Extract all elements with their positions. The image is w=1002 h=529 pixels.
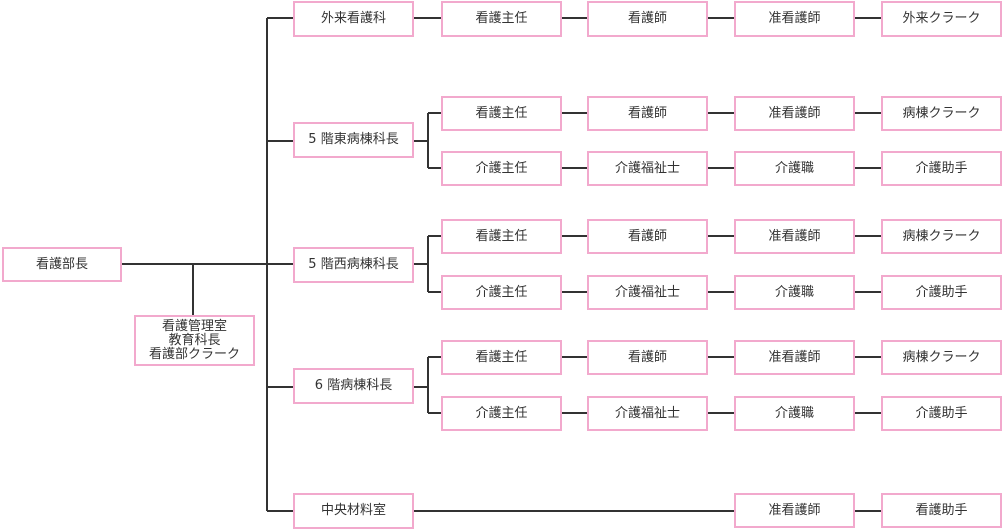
role-box: 看護主任 (441, 340, 562, 375)
role-label: 准看護師 (768, 228, 821, 244)
role-box: 病棟クラーク (881, 96, 1002, 131)
dept-label: 6 階病棟科長 (314, 378, 393, 393)
role-box: 介護助手 (881, 396, 1002, 431)
role-box: 看護主任 (441, 219, 562, 254)
dept-box-central-supply: 中央材料室 (293, 493, 414, 529)
dept-label: 5 階東病棟科長 (308, 132, 399, 147)
role-label: 介護福祉士 (614, 284, 680, 300)
role-label: 介護助手 (915, 405, 968, 421)
role-label: 介護福祉士 (614, 160, 680, 176)
role-label: 看護師 (627, 228, 667, 244)
dept-label: 5 階西病棟科長 (308, 257, 399, 272)
role-label: 看護主任 (475, 228, 528, 244)
role-box: 介護福祉士 (587, 151, 708, 186)
role-box: 介護主任 (441, 396, 562, 431)
role-box: 病棟クラーク (881, 340, 1002, 375)
role-box: 准看護師 (734, 340, 855, 375)
role-box: 介護職 (734, 275, 855, 310)
role-box: 看護師 (587, 1, 708, 37)
role-box: 介護職 (734, 396, 855, 431)
role-box: 准看護師 (734, 1, 855, 37)
role-label: 看護師 (627, 105, 667, 121)
role-box: 看護師 (587, 96, 708, 131)
role-label: 介護福祉士 (614, 405, 680, 421)
staff-line-1: 看護管理室 (161, 318, 227, 334)
role-box: 看護助手 (881, 493, 1002, 528)
role-label: 准看護師 (768, 502, 821, 518)
role-label: 准看護師 (768, 349, 821, 365)
role-label: 准看護師 (768, 11, 821, 26)
dept-box-5f-east: 5 階東病棟科長 (293, 122, 414, 158)
dept-label: 外来看護科 (320, 11, 386, 26)
role-box: 准看護師 (734, 219, 855, 254)
role-box: 介護主任 (441, 151, 562, 186)
role-label: 介護職 (774, 160, 814, 176)
role-label: 看護師 (627, 11, 667, 26)
head-label: 看護部長 (35, 256, 88, 272)
role-label: 看護主任 (475, 105, 528, 121)
role-box: 看護主任 (441, 96, 562, 131)
role-box: 看護師 (587, 340, 708, 375)
role-label: 看護助手 (915, 502, 968, 518)
role-box: 介護主任 (441, 275, 562, 310)
role-label: 外来クラーク (902, 11, 981, 26)
role-label: 看護主任 (475, 11, 528, 26)
head-box: 看護部長 (2, 247, 122, 282)
role-box: 介護助手 (881, 151, 1002, 186)
role-box: 介護福祉士 (587, 396, 708, 431)
role-box: 介護職 (734, 151, 855, 186)
staff-box: 看護管理室 教育科長 看護部クラーク (134, 315, 255, 366)
role-label: 介護助手 (915, 284, 968, 300)
role-box: 看護師 (587, 219, 708, 254)
role-box: 病棟クラーク (881, 219, 1002, 254)
dept-box-5f-west: 5 階西病棟科長 (293, 247, 414, 283)
role-label: 看護主任 (475, 349, 528, 365)
staff-line-2: 教育科長 (168, 332, 221, 348)
dept-box-6f: 6 階病棟科長 (293, 368, 414, 404)
role-box: 介護助手 (881, 275, 1002, 310)
dept-label: 中央材料室 (320, 503, 386, 518)
staff-line-3: 看護部クラーク (148, 346, 240, 362)
role-box: 准看護師 (734, 493, 855, 528)
dept-box-outpatient: 外来看護科 (293, 1, 414, 37)
role-label: 介護職 (774, 405, 814, 421)
role-label: 介護主任 (475, 160, 528, 176)
role-label: 病棟クラーク (902, 349, 981, 365)
role-label: 病棟クラーク (902, 228, 981, 244)
role-label: 病棟クラーク (902, 105, 981, 121)
role-box: 外来クラーク (881, 1, 1002, 37)
role-box: 准看護師 (734, 96, 855, 131)
role-box: 看護主任 (441, 1, 562, 37)
role-label: 介護助手 (915, 160, 968, 176)
role-label: 介護主任 (475, 405, 528, 421)
role-label: 介護職 (774, 284, 814, 300)
role-label: 介護主任 (475, 284, 528, 300)
role-box: 介護福祉士 (587, 275, 708, 310)
role-label: 看護師 (627, 349, 667, 365)
role-label: 准看護師 (768, 105, 821, 121)
